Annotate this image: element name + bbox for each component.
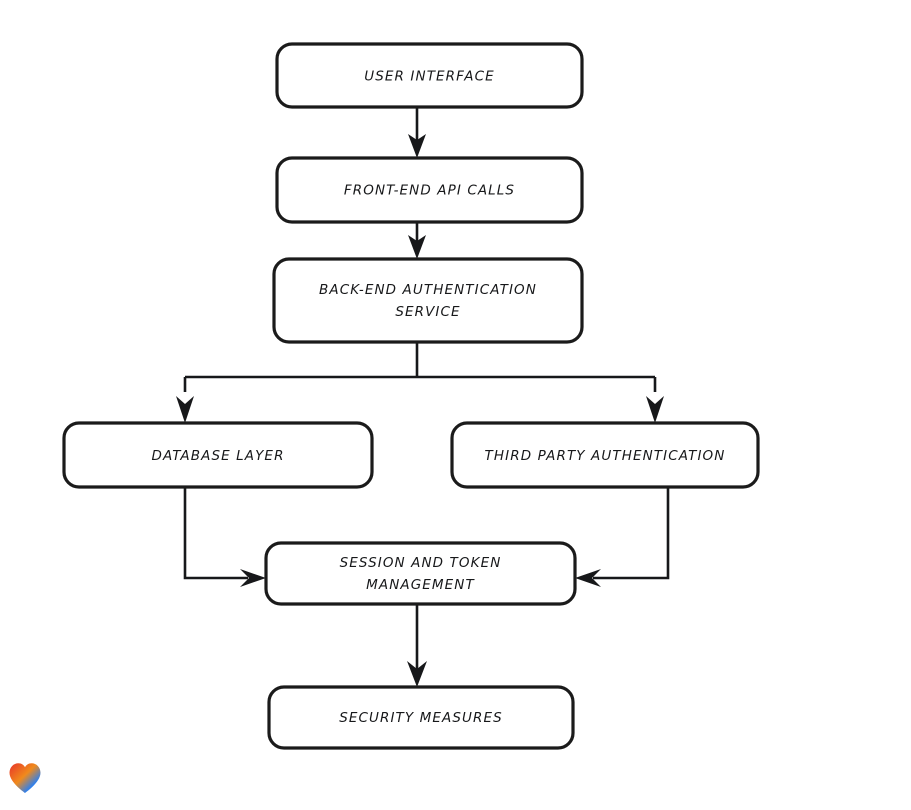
node-front-end-api-calls-shape[interactable] <box>275 156 584 224</box>
node-security-measures-label: SECURITY MEASURES <box>339 710 503 726</box>
node-back-end-authentication-service[interactable]: BACK-END AUTHENTICATION SERVICE <box>272 257 584 344</box>
node-third-party-authentication[interactable]: THIRD PARTY AUTHENTICATION <box>450 421 760 489</box>
node-security-measures[interactable]: SECURITY MEASURES <box>267 685 575 750</box>
node-security-measures-shape[interactable] <box>267 685 575 750</box>
node-user-interface[interactable]: USER INTERFACE <box>275 42 584 109</box>
node-session-and-token-management-label-line1: SESSION AND TOKEN <box>340 555 502 571</box>
node-user-interface-label: USER INTERFACE <box>364 69 494 85</box>
edge-database-to-session <box>183 487 266 587</box>
edge-backend-split <box>183 342 657 392</box>
heart-icon <box>9 763 41 793</box>
node-database-layer[interactable]: DATABASE LAYER <box>62 421 374 489</box>
edge-session-to-security <box>407 604 427 687</box>
node-third-party-authentication-label: THIRD PARTY AUTHENTICATION <box>485 448 726 464</box>
edge-thirdparty-to-session <box>575 487 670 587</box>
node-user-interface-shape[interactable] <box>275 42 584 109</box>
node-database-layer-label: DATABASE LAYER <box>151 448 284 464</box>
edge-ui-to-api <box>408 107 426 158</box>
node-back-end-authentication-service-shape[interactable] <box>272 257 584 344</box>
edge-backend-to-thirdparty <box>646 396 664 423</box>
edge-backend-to-database <box>176 396 194 423</box>
edge-api-to-backend <box>408 222 426 259</box>
node-back-end-authentication-service-label-line2: SERVICE <box>395 304 460 320</box>
node-session-and-token-management-shape[interactable] <box>264 541 577 606</box>
node-session-and-token-management[interactable]: SESSION AND TOKEN MANAGEMENT <box>264 541 577 606</box>
node-session-and-token-management-label-line2: MANAGEMENT <box>366 577 475 593</box>
node-front-end-api-calls-label: FRONT-END API CALLS <box>344 183 515 199</box>
node-third-party-authentication-shape[interactable] <box>450 421 760 489</box>
node-back-end-authentication-service-label-line1: BACK-END AUTHENTICATION <box>319 282 537 298</box>
node-front-end-api-calls[interactable]: FRONT-END API CALLS <box>275 156 584 224</box>
node-database-layer-shape[interactable] <box>62 421 374 489</box>
